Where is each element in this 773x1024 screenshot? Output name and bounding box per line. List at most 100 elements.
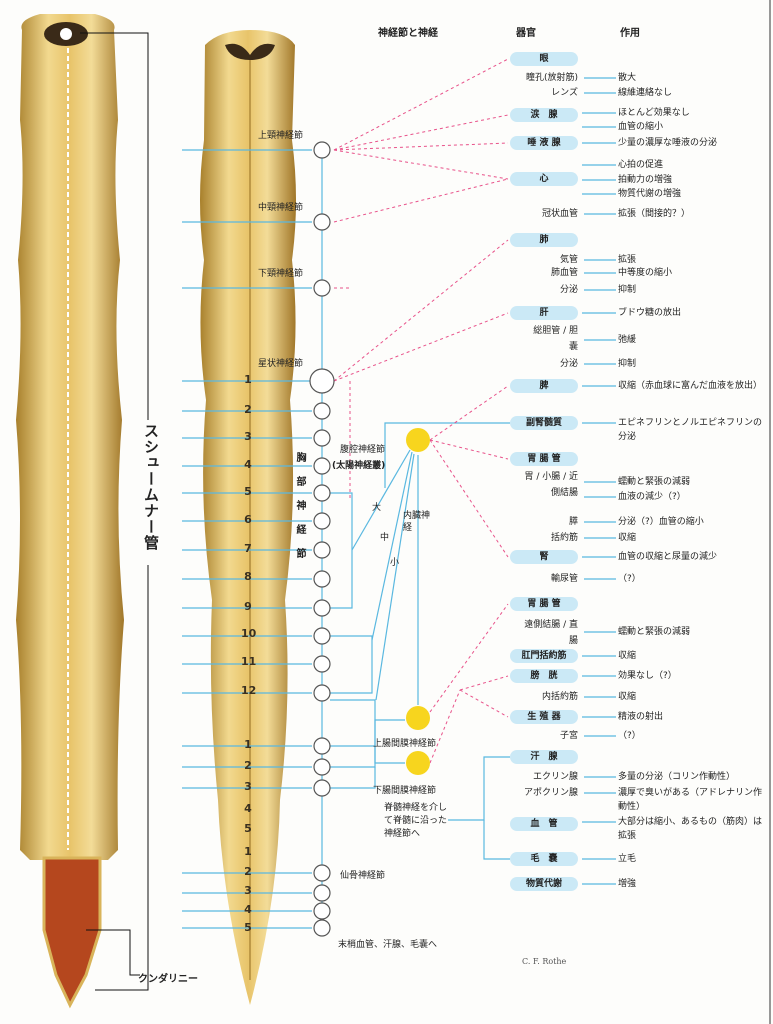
ganglion-circle bbox=[309, 368, 335, 394]
inferior-mesenteric-label: 下腸間膜神経節 bbox=[373, 786, 437, 796]
celiac-ganglion-sun bbox=[406, 428, 430, 452]
ganglion-circle bbox=[313, 141, 331, 159]
organ-pill: 眼 bbox=[510, 52, 578, 66]
segment-number-thoracic: 8 bbox=[244, 570, 252, 583]
inferior-mesenteric-ganglion-sun bbox=[406, 751, 430, 775]
segment-number-sacral: 4 bbox=[244, 903, 252, 916]
effect-text: 中等度の縮小 bbox=[618, 268, 673, 278]
segment-number-thoracic: 4 bbox=[244, 458, 252, 471]
ganglion-circle bbox=[313, 484, 331, 502]
effect-text: 収縮 bbox=[618, 533, 637, 543]
effect-text: （?） bbox=[618, 574, 641, 584]
segment-number-lumbar: 3 bbox=[244, 780, 252, 793]
organ-pill: 膀 胱 bbox=[510, 669, 578, 683]
via-spinal-label: 脊髄神経を介して脊髄に沿った神経節へ bbox=[384, 803, 448, 839]
organ-pill: 肺 bbox=[510, 233, 578, 247]
segment-number-lumbar: 5 bbox=[244, 822, 252, 835]
sub-organ-label: 括約筋 bbox=[550, 533, 578, 543]
segment-number-thoracic: 1 bbox=[244, 373, 252, 386]
effect-text: 血管の収縮と尿量の減少 bbox=[618, 552, 718, 562]
middle-spinal-cord bbox=[200, 30, 296, 1005]
sub-organ-label: 内括約筋 bbox=[541, 692, 578, 702]
ganglion-circle bbox=[313, 627, 331, 645]
middle-cervical-label: 中頸神経節 bbox=[258, 203, 304, 213]
sub-organ-label: 子宮 bbox=[559, 731, 578, 741]
ganglion-circle bbox=[313, 599, 331, 617]
ganglion-circle bbox=[313, 864, 331, 882]
effect-text: 蠕動と緊張の減弱 bbox=[618, 477, 691, 487]
segment-number-lumbar: 2 bbox=[244, 759, 252, 772]
organ-pill: 物質代謝 bbox=[510, 877, 578, 891]
ganglion-circle bbox=[313, 512, 331, 530]
effect-text: 物質代謝の増強 bbox=[618, 189, 682, 199]
effect-text: 収縮（赤血球に富んだ血液を放出） bbox=[618, 381, 763, 391]
effect-text: 濃厚で臭いがある（アドレナリン作動性） bbox=[618, 788, 763, 812]
least-splanchnic-label: 小 bbox=[390, 558, 400, 568]
celiac-label: 腹腔神経節 bbox=[340, 445, 386, 455]
sub-organ-label: 膵 bbox=[568, 517, 578, 527]
organ-pill: 脾 bbox=[510, 379, 578, 393]
segment-number-thoracic: 12 bbox=[241, 684, 257, 697]
ganglion-circle bbox=[313, 684, 331, 702]
segment-number-thoracic: 10 bbox=[241, 627, 257, 640]
organ-pill: 副腎髄質 bbox=[510, 416, 578, 430]
organ-pill: 生 殖 器 bbox=[510, 710, 578, 724]
thoracic-chain-label: 胸部神経節 bbox=[294, 452, 305, 572]
effect-text: 効果なし（?） bbox=[618, 671, 677, 681]
segment-number-sacral: 5 bbox=[244, 921, 252, 934]
segment-number-thoracic: 2 bbox=[244, 403, 252, 416]
sacral-ganglion-label: 仙骨神経節 bbox=[340, 871, 386, 881]
sub-organ-label: 分泌 bbox=[559, 285, 578, 295]
organ-pill: 心 bbox=[510, 172, 578, 186]
sub-organ-label: 肺血管 bbox=[550, 268, 578, 278]
splanchnic-nerve-label: 内臓神経 bbox=[403, 511, 431, 533]
effect-text: 分泌（?）血管の縮小 bbox=[618, 517, 704, 527]
segment-number-lumbar: 1 bbox=[244, 738, 252, 751]
effect-text: 血管の縮小 bbox=[618, 122, 664, 132]
segment-number-thoracic: 5 bbox=[244, 485, 252, 498]
effect-text: 増強 bbox=[618, 879, 637, 889]
effect-text: 血液の減少（?） bbox=[618, 492, 686, 502]
ganglion-circle bbox=[313, 570, 331, 588]
sub-organ-label: 気管 bbox=[559, 255, 578, 265]
effect-text: 弛緩 bbox=[618, 335, 637, 345]
superior-cervical-label: 上頸神経節 bbox=[258, 131, 304, 141]
segment-number-thoracic: 6 bbox=[244, 513, 252, 526]
effect-text: （?） bbox=[618, 731, 641, 741]
organ-pill: 胃 腸 管 bbox=[510, 452, 578, 466]
greater-splanchnic-label: 大 bbox=[372, 503, 382, 513]
effect-text: 抑制 bbox=[618, 359, 637, 369]
peripheral-label: 末梢血管、汗腺、毛嚢へ bbox=[338, 940, 438, 950]
effect-text: 大部分は縮小、あるもの（筋肉）は拡張 bbox=[618, 817, 763, 841]
sub-organ-label: 分泌 bbox=[559, 359, 578, 369]
effect-text: 拡張（間接的？） bbox=[618, 209, 691, 219]
organ-pill: 血 管 bbox=[510, 817, 578, 831]
ganglion-circle bbox=[313, 457, 331, 475]
ganglion-circle bbox=[313, 779, 331, 797]
organ-pill: 胃 腸 管 bbox=[510, 597, 578, 611]
effect-text: 収縮 bbox=[618, 692, 637, 702]
ganglion-circle bbox=[313, 737, 331, 755]
effect-text: 多量の分泌（コリン作動性） bbox=[618, 772, 736, 782]
sub-organ-label: アポクリン腺 bbox=[523, 788, 578, 798]
organ-pill: 毛 嚢 bbox=[510, 852, 578, 866]
effect-text: エピネフリンとノルエピネフリンの分泌 bbox=[618, 418, 763, 442]
ganglion-circle bbox=[313, 541, 331, 559]
segment-number-thoracic: 9 bbox=[244, 600, 252, 613]
organ-pill: 肝 bbox=[510, 306, 578, 320]
ganglion-circle bbox=[313, 402, 331, 420]
header-ganglia: 神経節と神経 bbox=[378, 28, 438, 39]
left-spinal-cord bbox=[16, 14, 124, 860]
ganglion-circle bbox=[313, 429, 331, 447]
sub-organ-label: 瞳孔(放射筋) bbox=[525, 73, 578, 83]
organ-pill: 汗 腺 bbox=[510, 750, 578, 764]
segment-number-thoracic: 11 bbox=[241, 655, 257, 668]
ganglion-circle bbox=[313, 279, 331, 297]
sub-organ-label: 遠側結腸 / 直腸 bbox=[524, 620, 578, 646]
effect-text: 精液の射出 bbox=[618, 712, 664, 722]
header-action: 作用 bbox=[620, 28, 640, 39]
organ-pill: 唾 液 腺 bbox=[510, 136, 578, 150]
effect-text: 心拍の促進 bbox=[618, 160, 664, 170]
sub-organ-label: 総胆管 / 胆 嚢 bbox=[533, 326, 588, 352]
